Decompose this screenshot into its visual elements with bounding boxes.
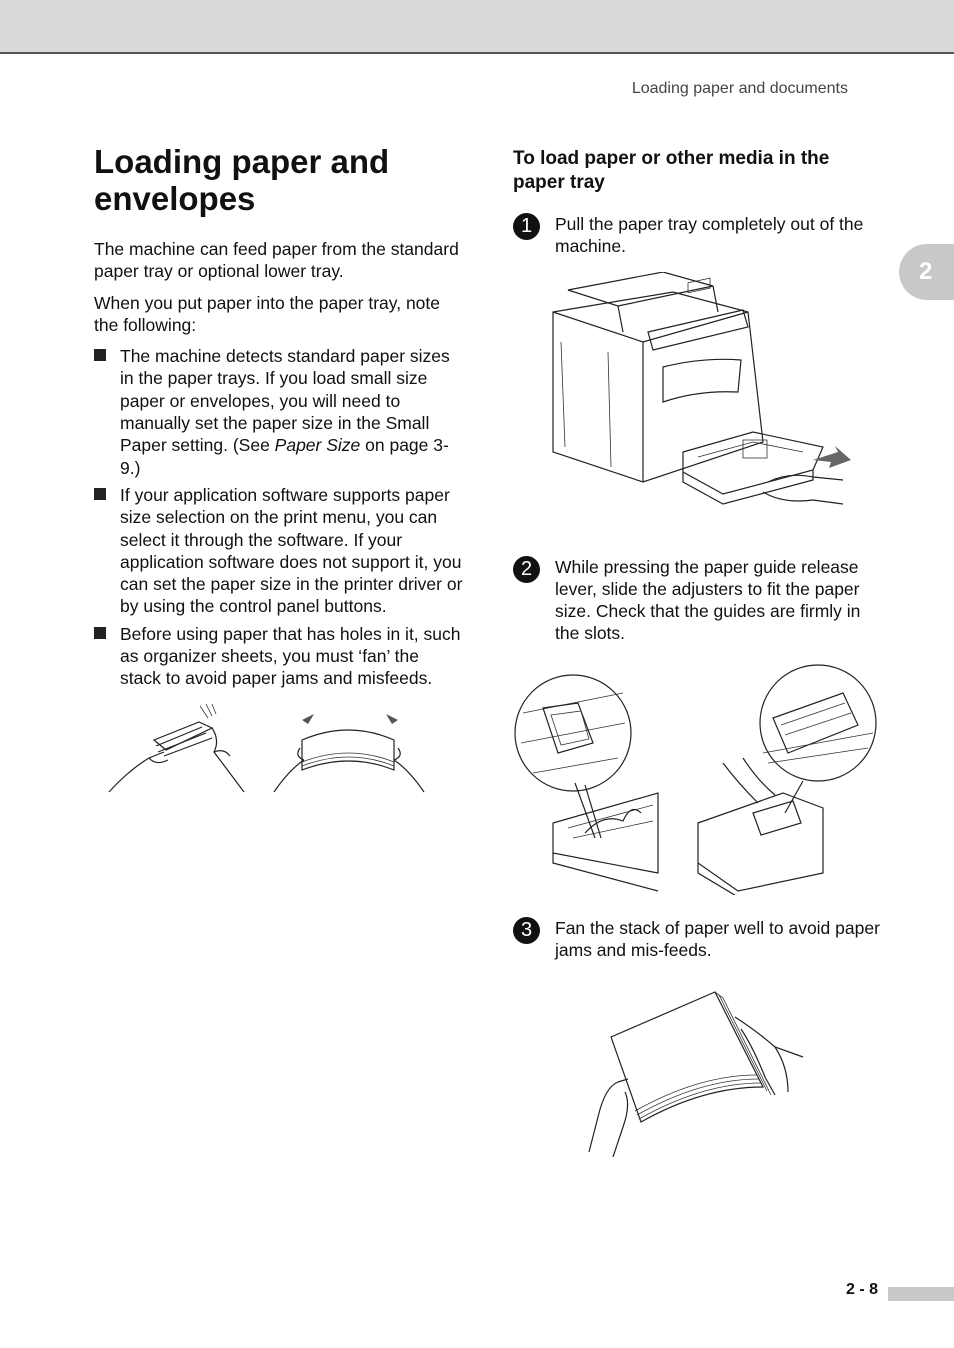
list-item: Before using paper that has holes in it,… bbox=[94, 623, 464, 690]
list-item: The machine detects standard paper sizes… bbox=[94, 345, 464, 479]
running-head: Loading paper and documents bbox=[631, 80, 848, 97]
page-number-bar bbox=[888, 1287, 954, 1301]
bullet-square-icon bbox=[94, 349, 106, 362]
chapter-tab[interactable]: 2 bbox=[899, 244, 954, 300]
step-2: 2 While pressing the paper guide release… bbox=[513, 555, 883, 645]
note-text-3: Before using paper that has holes in it,… bbox=[120, 623, 461, 689]
list-item: If your application software supports pa… bbox=[94, 484, 464, 618]
note-text-1-post: on page 3-9.) bbox=[120, 435, 449, 478]
intro-paragraph-1: The machine can feed paper from the stan… bbox=[94, 239, 459, 282]
notes-list: The machine detects standard paper sizes… bbox=[94, 345, 464, 689]
step-3-text: Fan the stack of paper well to avoid pap… bbox=[555, 917, 880, 961]
right-column: To load paper or other media in the pape… bbox=[513, 147, 883, 1158]
header-band bbox=[0, 0, 954, 54]
paper-size-reference: Paper Size bbox=[274, 435, 361, 456]
chapter-tab-number: 2 bbox=[919, 258, 933, 285]
fan-stack-illustration bbox=[588, 991, 804, 1158]
fanning-paper-illustration bbox=[108, 703, 425, 793]
note-text-2: If your application software supports pa… bbox=[120, 484, 463, 617]
bullet-square-icon bbox=[94, 626, 106, 639]
step-3: 3 Fan the stack of paper well to avoid p… bbox=[513, 916, 883, 962]
bullet-square-icon bbox=[94, 487, 106, 500]
step-number-badge: 2 bbox=[513, 555, 540, 583]
page-number: 2 - 8 bbox=[846, 1281, 879, 1298]
step-1: 1 Pull the paper tray completely out of … bbox=[513, 213, 883, 258]
step-1-text: Pull the paper tray completely out of th… bbox=[555, 214, 864, 257]
step-number-badge: 1 bbox=[513, 213, 540, 240]
procedure-heading: To load paper or other media in the pape… bbox=[513, 148, 830, 193]
printer-tray-illustration bbox=[552, 271, 851, 505]
step-2-text: While pressing the paper guide release l… bbox=[555, 556, 861, 644]
paper-guide-illustration bbox=[514, 664, 877, 895]
note-text-1-pre: The machine detects standard paper sizes… bbox=[120, 346, 450, 456]
step-number-badge: 3 bbox=[513, 916, 540, 944]
left-column: Loading paper and envelopes The machine … bbox=[94, 143, 464, 800]
page-title: Loading paper and envelopes bbox=[94, 143, 390, 217]
intro-paragraph-2: When you put paper into the paper tray, … bbox=[94, 292, 441, 335]
